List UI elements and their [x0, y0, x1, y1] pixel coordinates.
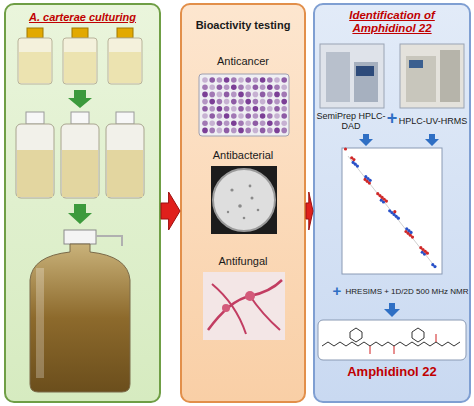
panel-heading: A. carterae culturing	[10, 11, 155, 24]
plus-sign: +	[330, 282, 344, 299]
flow-arrow	[161, 192, 180, 230]
panel-heading: Bioactivity testing	[186, 19, 300, 32]
assay-label: Antifungal	[180, 255, 306, 268]
instrument-label: SemiPrep HPLC-DAD	[316, 111, 386, 132]
method-label: HRESIMS + 1D/2D 500 MHz NMR	[344, 287, 470, 296]
plus-sign: +	[384, 108, 400, 129]
stage-panel: Identification of Amphidinol 22	[313, 3, 471, 403]
flow-arrow	[306, 192, 313, 230]
panel-heading: Identification of Amphidinol 22	[335, 9, 449, 35]
instrument-label: HPLC-UV-HRMS	[398, 116, 468, 126]
stage-panel: A. carterae culturing	[4, 3, 161, 403]
assay-label: Antibacterial	[180, 149, 306, 162]
assay-label: Anticancer	[180, 55, 306, 68]
compound-name: Amphidinol 22	[316, 365, 468, 380]
